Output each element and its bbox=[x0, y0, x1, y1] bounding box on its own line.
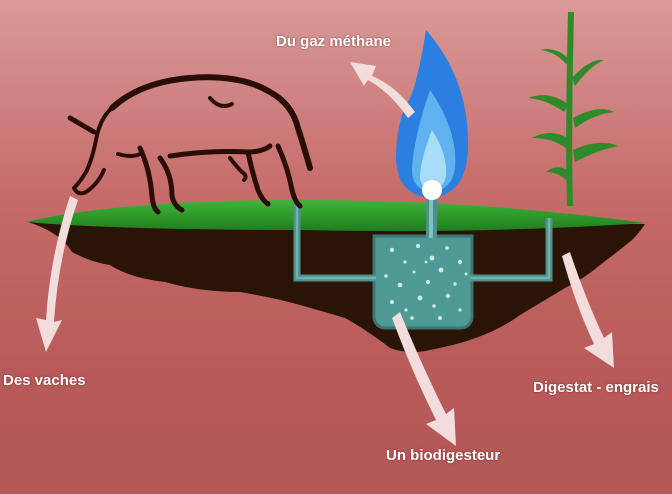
label-cows: Des vaches bbox=[3, 372, 86, 389]
cow-illustration bbox=[67, 74, 313, 215]
label-biodigester: Un biodigesteur bbox=[386, 447, 501, 464]
corn-plant bbox=[528, 11, 618, 207]
soil-mound bbox=[28, 222, 645, 353]
arrow-to-methane bbox=[350, 62, 415, 118]
arrow-to-digestate bbox=[562, 252, 614, 368]
arrow-to-cows bbox=[36, 196, 78, 352]
digester-bubbles bbox=[384, 244, 468, 320]
label-digestate: Digestat - engrais bbox=[533, 379, 659, 396]
arrow-to-biodigester bbox=[392, 312, 456, 446]
biodigester-tank bbox=[372, 234, 474, 330]
label-methane: Du gaz méthane bbox=[276, 33, 392, 50]
methane-flame bbox=[396, 30, 469, 200]
